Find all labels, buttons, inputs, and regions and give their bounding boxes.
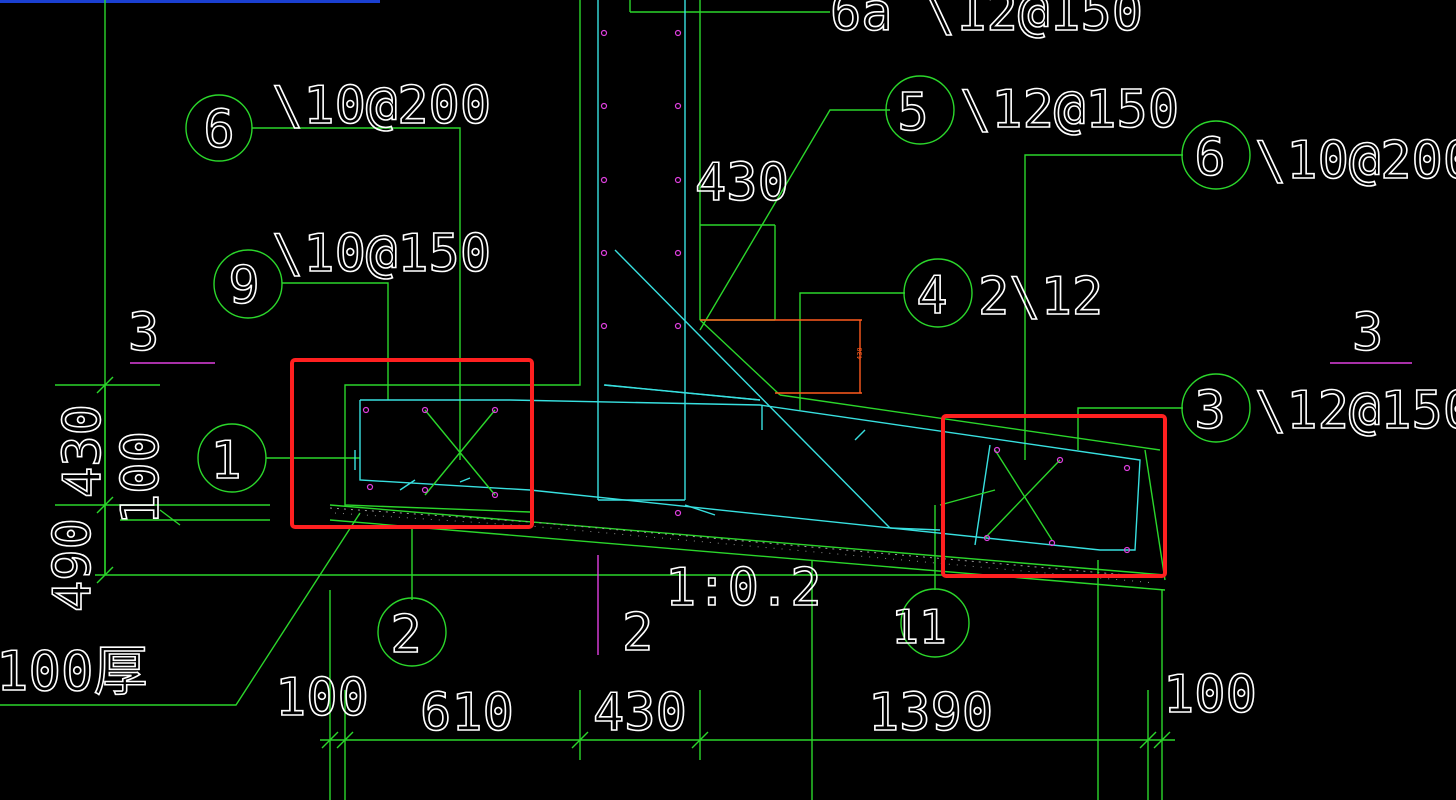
dim-490: 490 [43, 518, 103, 612]
dim-430-top: 430 [695, 153, 789, 213]
selection-strip [0, 0, 380, 3]
highlight-box-left[interactable] [290, 358, 534, 529]
bubble-9-label: 9 [228, 256, 259, 316]
rebar-label-3: \12@150 [1255, 381, 1456, 441]
dim-100-bottom-left: 100 [275, 668, 369, 728]
rebar-label-6-left: \10@200 [272, 76, 491, 136]
bubble-6-right-label: 6 [1194, 128, 1225, 188]
bubble-3[interactable]: 3 [1181, 373, 1251, 443]
section-label-bottom: 2 [622, 603, 653, 663]
rebar-label-top: 6a \12@150 [830, 0, 1143, 43]
thickness-label: 100厚 [0, 640, 148, 703]
bubble-6-right[interactable]: 6 [1181, 120, 1251, 190]
bubble-5-label: 5 [897, 83, 928, 143]
rebar-label-9: \10@150 [272, 224, 491, 284]
section-label-left: 3 [128, 303, 159, 363]
bubble-1[interactable]: 1 [197, 423, 267, 493]
bubble-11-label: 11 [891, 600, 946, 654]
section-marks [130, 362, 1412, 655]
bubble-1-label: 1 [210, 431, 241, 491]
bubble-9[interactable]: 9 [213, 249, 283, 319]
highlight-box-right[interactable] [941, 414, 1167, 578]
rebar-label-6-right: \10@200 [1255, 131, 1456, 191]
rebar-label-5: \12@150 [960, 80, 1179, 140]
bubble-2[interactable]: 2 [377, 597, 447, 667]
small-dimension-label: 430 [856, 347, 864, 360]
bubble-4[interactable]: 4 [903, 258, 973, 328]
rebar-lines [354, 0, 1141, 551]
tie-bars [424, 409, 1061, 541]
dim-100-left: 100 [111, 431, 171, 525]
bubble-6-left-label: 6 [203, 100, 234, 160]
bubble-5[interactable]: 5 [885, 75, 955, 145]
dim-430-left: 430 [53, 404, 113, 498]
bubble-3-label: 3 [1194, 381, 1225, 441]
dim-100-bottom-right: 100 [1163, 665, 1257, 725]
dim-430-bottom: 430 [593, 683, 687, 743]
dim-1390: 1390 [868, 683, 993, 743]
bubble-2-label: 2 [390, 605, 421, 665]
small-dimension: 430 [700, 319, 864, 394]
bubble-6-left[interactable]: 6 [185, 94, 253, 162]
slope-label: 1:0.2 [665, 558, 822, 618]
concrete-outline [104, 0, 1166, 591]
bubble-11[interactable]: 11 [891, 588, 970, 658]
rebar-label-4: 2\12 [978, 267, 1103, 327]
bubble-4-label: 4 [916, 266, 947, 326]
section-label-right: 3 [1352, 303, 1383, 363]
dim-610: 610 [420, 683, 514, 743]
rebar-dots [362, 29, 1131, 554]
